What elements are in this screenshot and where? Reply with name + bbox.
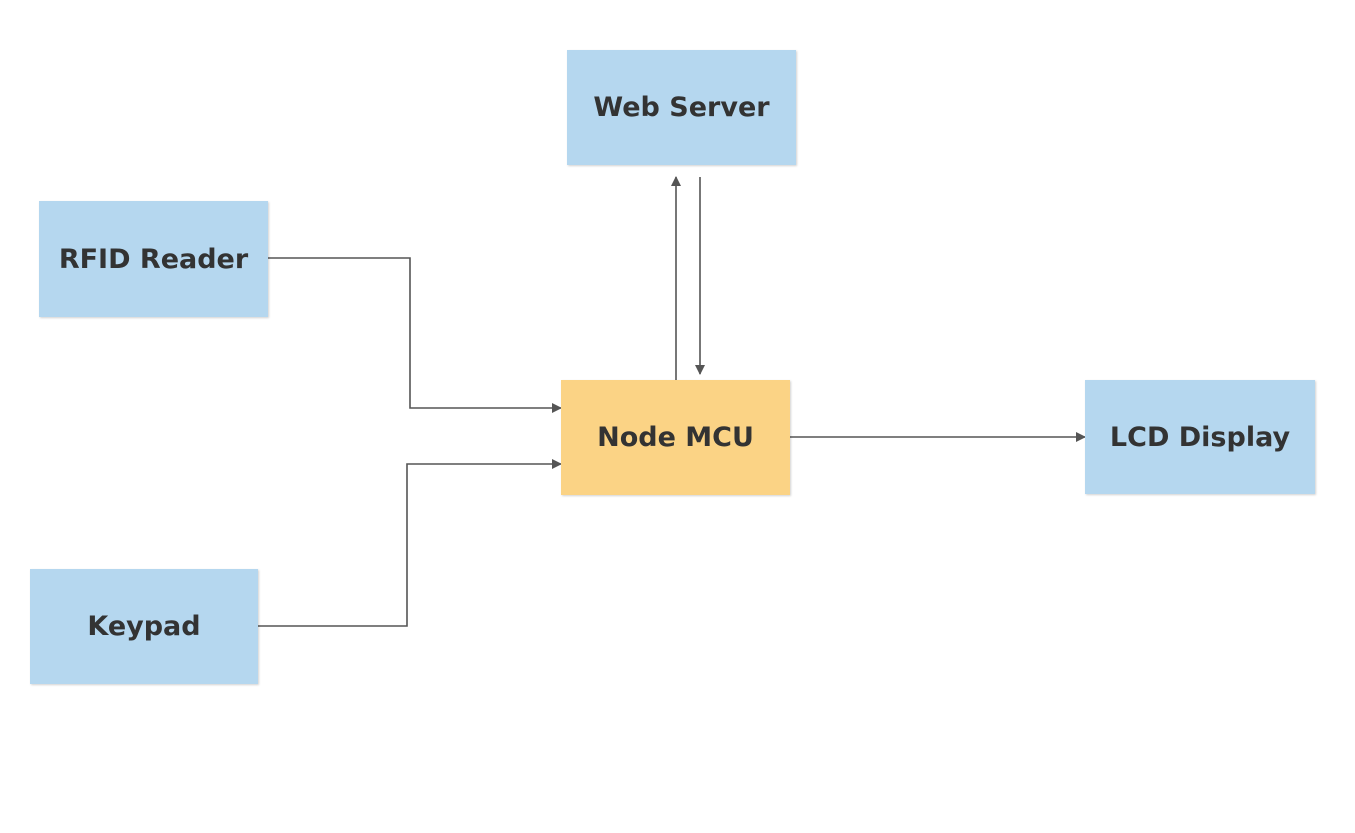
web-server-block: Web Server [567,50,796,165]
rfid-reader-block: RFID Reader [39,201,268,317]
node-mcu-label: Node MCU [597,422,754,453]
web-server-label: Web Server [593,92,770,123]
lcd-display-label: LCD Display [1109,421,1291,453]
keypad-block: Keypad [30,569,258,684]
lcd-display-block: LCD Display [1085,380,1315,494]
edge-keypad-to-mcu [258,459,562,627]
keypad-label: Keypad [87,611,201,642]
node-mcu-block: Node MCU [561,380,790,495]
edge-rfid-to-mcu [268,257,562,413]
rfid-reader-label: RFID Reader [58,243,249,275]
